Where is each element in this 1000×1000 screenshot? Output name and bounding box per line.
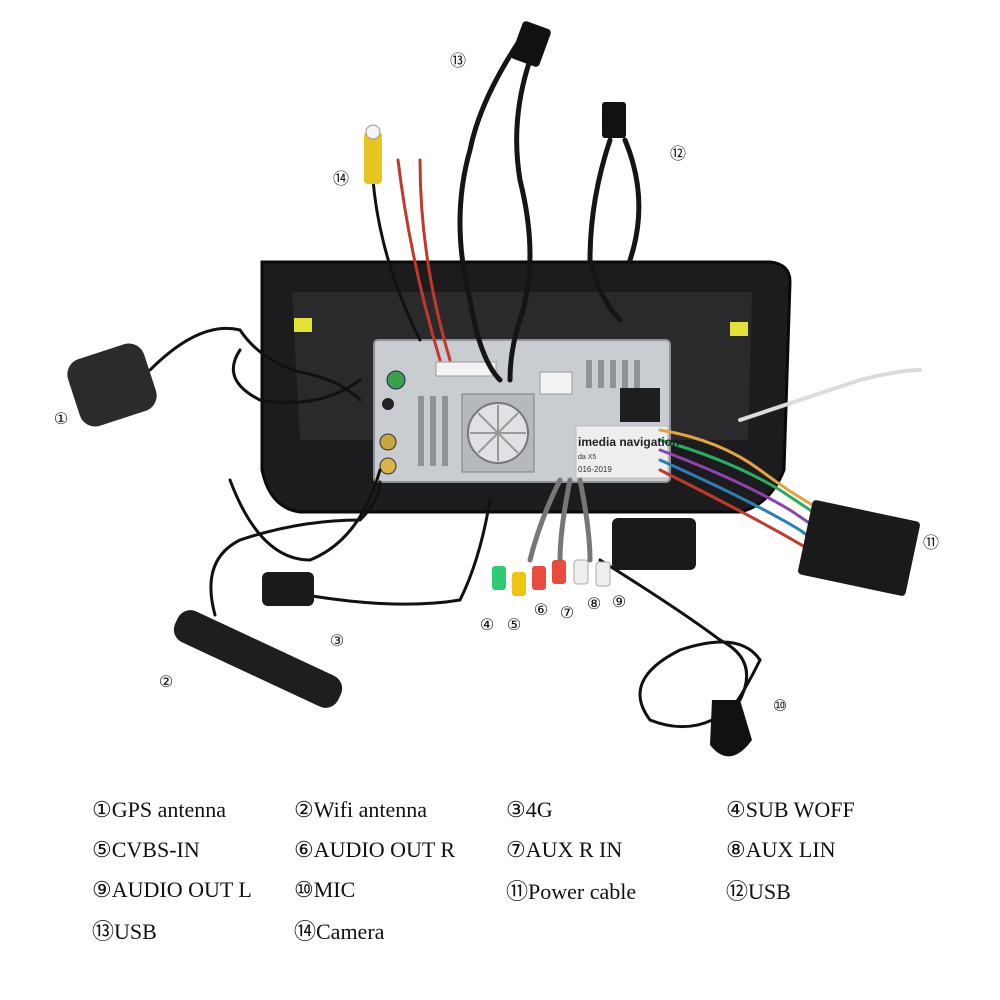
legend-item-camera: ⑭Camera <box>294 919 385 944</box>
callout-9: ⑨ <box>611 594 627 611</box>
legend-item-gps-antenna: ①GPS antenna <box>92 797 226 822</box>
callout-5: ⑤ <box>506 617 522 634</box>
callout-3: ③ <box>329 633 345 650</box>
legend-row: ⑤CVBS-IN ⑥AUDIO OUT R ⑦AUX R IN ⑧AUX LIN <box>92 830 952 870</box>
unit-model-text: da X5 <box>578 454 596 461</box>
unit-brand-text: imedia navigation <box>578 435 679 449</box>
unit-years-text: 016-2019 <box>578 465 612 474</box>
legend-item-audio-out-l: ⑨AUDIO OUT L <box>92 877 252 902</box>
legend-item-usb-13: ⑬USB <box>92 919 157 944</box>
callout-11: ⑪ <box>922 535 940 552</box>
legend-item-aux-lin: ⑧AUX LIN <box>726 837 836 862</box>
legend-item-mic: ⑩MIC <box>294 877 356 902</box>
legend-item-wifi-antenna: ②Wifi antenna <box>294 797 428 822</box>
callout-7: ⑦ <box>559 605 575 622</box>
callout-13: ⑬ <box>449 53 467 70</box>
legend-row: ⑬USB ⑭Camera <box>92 910 952 950</box>
callout-14: ⑭ <box>332 171 350 188</box>
callout-4: ④ <box>479 617 495 634</box>
rca-plugs <box>492 559 611 596</box>
clip-left <box>294 318 312 332</box>
4g-antenna <box>262 572 314 606</box>
power-connector <box>798 500 920 596</box>
cables <box>148 21 922 729</box>
callout-10: ⑩ <box>772 698 788 715</box>
callout-8: ⑧ <box>586 596 602 613</box>
callout-2: ② <box>158 674 174 691</box>
mic-body <box>710 700 752 757</box>
callout-1: ① <box>53 411 69 428</box>
legend-item-aux-r-in: ⑦AUX R IN <box>506 837 623 862</box>
gps-antenna <box>67 343 157 427</box>
legend-item-4g: ③4G <box>506 797 553 822</box>
legend-item-sub-woff: ④SUB WOFF <box>726 797 855 822</box>
legend-row: ⑨AUDIO OUT L ⑩MIC ⑪Power cable ⑫USB <box>92 870 952 910</box>
product-photo: imedia navigation da X5 016-2019 <box>67 21 922 757</box>
callout-12: ⑫ <box>669 146 687 163</box>
metal-chassis <box>373 339 671 483</box>
legend-item-audio-out-r: ⑥AUDIO OUT R <box>294 837 456 862</box>
legend-item-usb-12: ⑫USB <box>726 879 791 904</box>
wifi-antenna <box>173 610 343 708</box>
clip-right <box>730 322 748 336</box>
power-box <box>612 518 696 570</box>
callout-6: ⑥ <box>533 602 549 619</box>
legend-item-power-cable: ⑪Power cable <box>506 879 637 904</box>
legend-row: ①GPS antenna ②Wifi antenna ③4G ④SUB WOFF <box>92 790 952 830</box>
legend: ①GPS antenna ②Wifi antenna ③4G ④SUB WOFF… <box>92 790 952 950</box>
legend-item-cvbs-in: ⑤CVBS-IN <box>92 837 200 862</box>
